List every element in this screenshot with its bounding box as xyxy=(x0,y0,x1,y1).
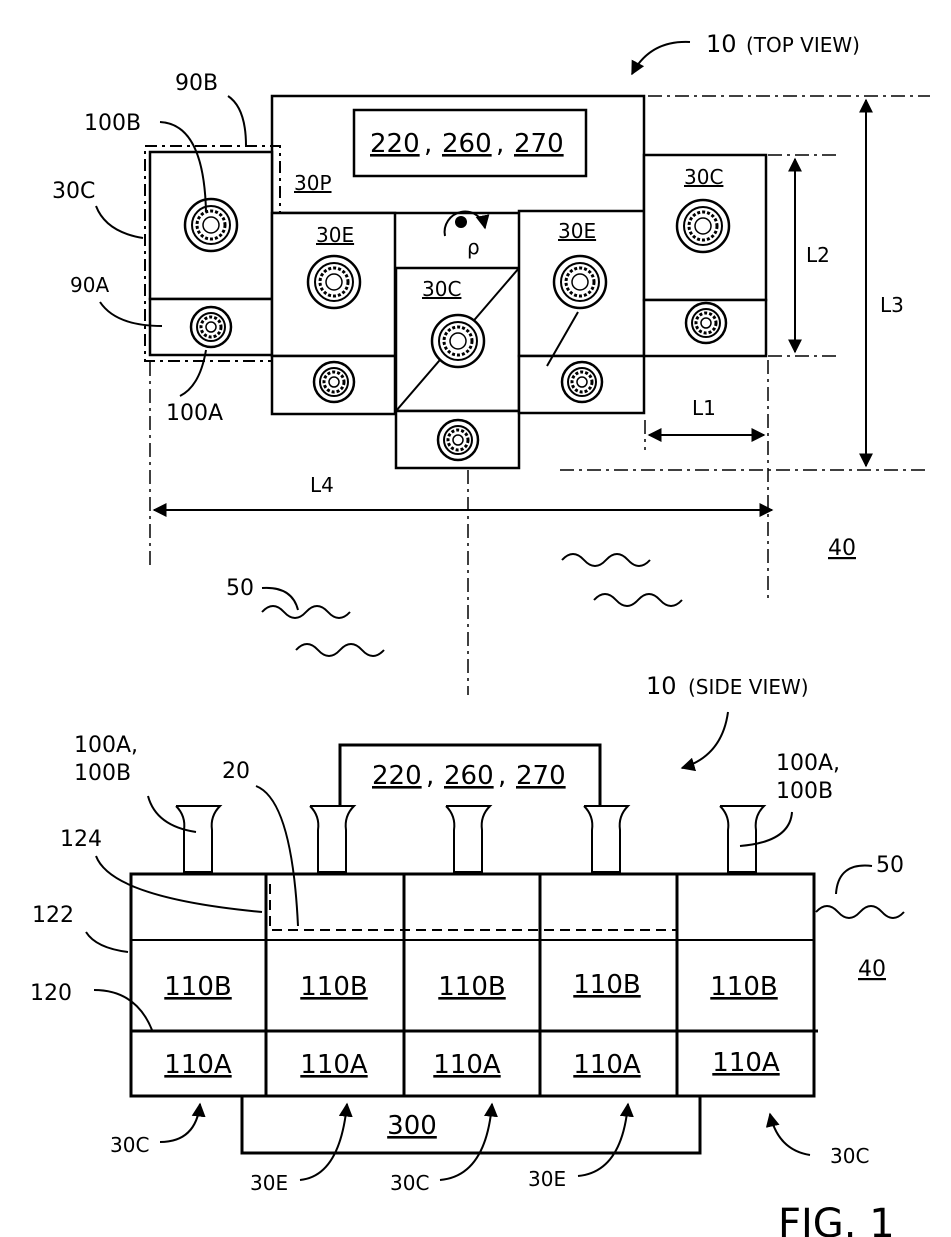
label-100a-side-right: 100A, xyxy=(776,751,840,776)
leader-30c-left xyxy=(96,206,143,238)
controller-refs-side: 220 , 260 , 270 xyxy=(372,761,566,791)
top-view-arrow xyxy=(632,42,690,74)
leader-90b xyxy=(228,96,246,146)
svg-text:110B: 110B xyxy=(300,972,367,1002)
svg-text:260: 260 xyxy=(442,129,492,159)
leader-100-side-right xyxy=(740,812,792,846)
svg-text:,: , xyxy=(426,761,434,791)
bottom-label-30c-center: 30C xyxy=(390,1171,429,1195)
label-50-side: 50 xyxy=(876,853,904,878)
svg-text:220: 220 xyxy=(370,129,420,159)
cap-30c-right-lower xyxy=(686,303,726,343)
svg-text:260: 260 xyxy=(444,761,494,791)
svg-text:110A: 110A xyxy=(712,1048,780,1078)
svg-text:110B: 110B xyxy=(573,970,640,1000)
base-300-label: 300 xyxy=(387,1111,437,1141)
label-50-top: 50 xyxy=(226,576,254,601)
svg-text:110B: 110B xyxy=(710,972,777,1002)
label-20: 20 xyxy=(222,759,250,784)
svg-text:220: 220 xyxy=(372,761,422,791)
cap-100b-left xyxy=(185,199,237,251)
svg-text:,: , xyxy=(498,761,506,791)
svg-text:270: 270 xyxy=(514,129,564,159)
bottom-label-30c-left: 30C xyxy=(110,1133,149,1157)
svg-text:110B: 110B xyxy=(164,972,231,1002)
arrow-30c-right xyxy=(770,1114,810,1155)
top-view: 10 (TOP VIEW) L3 L2 L1 L4 220 , 260 , xyxy=(52,30,930,695)
platform-30p-label: 30P xyxy=(294,171,332,195)
side-view-title: (SIDE VIEW) xyxy=(688,675,809,699)
label-40-top: 40 xyxy=(828,536,856,561)
dim-l2-label: L2 xyxy=(806,243,830,267)
leader-100a xyxy=(180,350,206,396)
cap-100a-left xyxy=(191,307,231,347)
cap-30e-left-lower xyxy=(314,362,354,402)
label-122: 122 xyxy=(32,903,74,928)
dim-l4-label: L4 xyxy=(310,473,334,497)
label-90b: 90B xyxy=(175,71,218,96)
module-30e-right-label: 30E xyxy=(558,219,596,243)
side-view: 10 (SIDE VIEW) 220 , 260 , 270 xyxy=(30,672,904,1237)
leader-122 xyxy=(86,932,128,952)
controller-refs-top: 220 , 260 , 270 xyxy=(370,129,564,159)
top-view-title: (TOP VIEW) xyxy=(746,33,860,57)
label-100a-side-left: 100A, xyxy=(74,733,138,758)
arrow-30e-right xyxy=(578,1104,628,1176)
svg-text:,: , xyxy=(424,129,432,159)
cap-30c-center-lower xyxy=(438,420,478,460)
side-view-arrow xyxy=(682,712,728,768)
terminals-side xyxy=(176,806,764,872)
arrow-30c-center xyxy=(440,1104,492,1180)
dim-l3-label: L3 xyxy=(880,293,904,317)
module-30e-left-label: 30E xyxy=(316,223,354,247)
rotation-label: ρ xyxy=(467,235,480,259)
base-300 xyxy=(242,1096,700,1153)
cap-30e-right-lower xyxy=(562,362,602,402)
rotation-center-dot xyxy=(455,216,467,228)
dim-l1-label: L1 xyxy=(692,396,716,420)
module-30c-center-label: 30C xyxy=(422,277,461,301)
figure-label: FIG. 1 xyxy=(778,1201,895,1237)
label-100b-side-right: 100B xyxy=(776,779,833,804)
module-30c-right-label: 30C xyxy=(684,165,723,189)
arrow-30e-left xyxy=(300,1104,347,1180)
arrow-30c-left xyxy=(160,1104,200,1142)
cap-30e-right-upper xyxy=(554,256,606,308)
top-view-ref: 10 xyxy=(706,30,737,58)
svg-text:110B: 110B xyxy=(438,972,505,1002)
bottom-label-30e-left: 30E xyxy=(250,1171,288,1195)
leader-50-side xyxy=(836,866,872,894)
svg-text:110A: 110A xyxy=(433,1050,501,1080)
label-100a: 100A xyxy=(166,401,223,426)
label-30c-left: 30C xyxy=(52,179,95,204)
svg-text:110A: 110A xyxy=(300,1050,368,1080)
bottom-label-30c-right: 30C xyxy=(830,1144,869,1168)
leader-100-side-left xyxy=(148,796,196,832)
bottom-label-30e-right: 30E xyxy=(528,1167,566,1191)
label-90a: 90A xyxy=(70,273,109,297)
svg-text:110A: 110A xyxy=(573,1050,641,1080)
label-120: 120 xyxy=(30,981,72,1006)
water-waves-top xyxy=(262,554,682,656)
svg-text:270: 270 xyxy=(516,761,566,791)
cap-30c-right-upper xyxy=(677,200,729,252)
cap-30e-left-upper xyxy=(308,256,360,308)
label-100b-side-left: 100B xyxy=(74,761,131,786)
water-wave-side xyxy=(816,906,904,918)
label-100b: 100B xyxy=(84,111,141,136)
cap-30c-center-upper xyxy=(432,315,484,367)
side-view-ref: 10 xyxy=(646,672,677,700)
svg-text:110A: 110A xyxy=(164,1050,232,1080)
label-40-side: 40 xyxy=(858,957,886,982)
svg-text:,: , xyxy=(496,129,504,159)
label-124: 124 xyxy=(60,827,102,852)
